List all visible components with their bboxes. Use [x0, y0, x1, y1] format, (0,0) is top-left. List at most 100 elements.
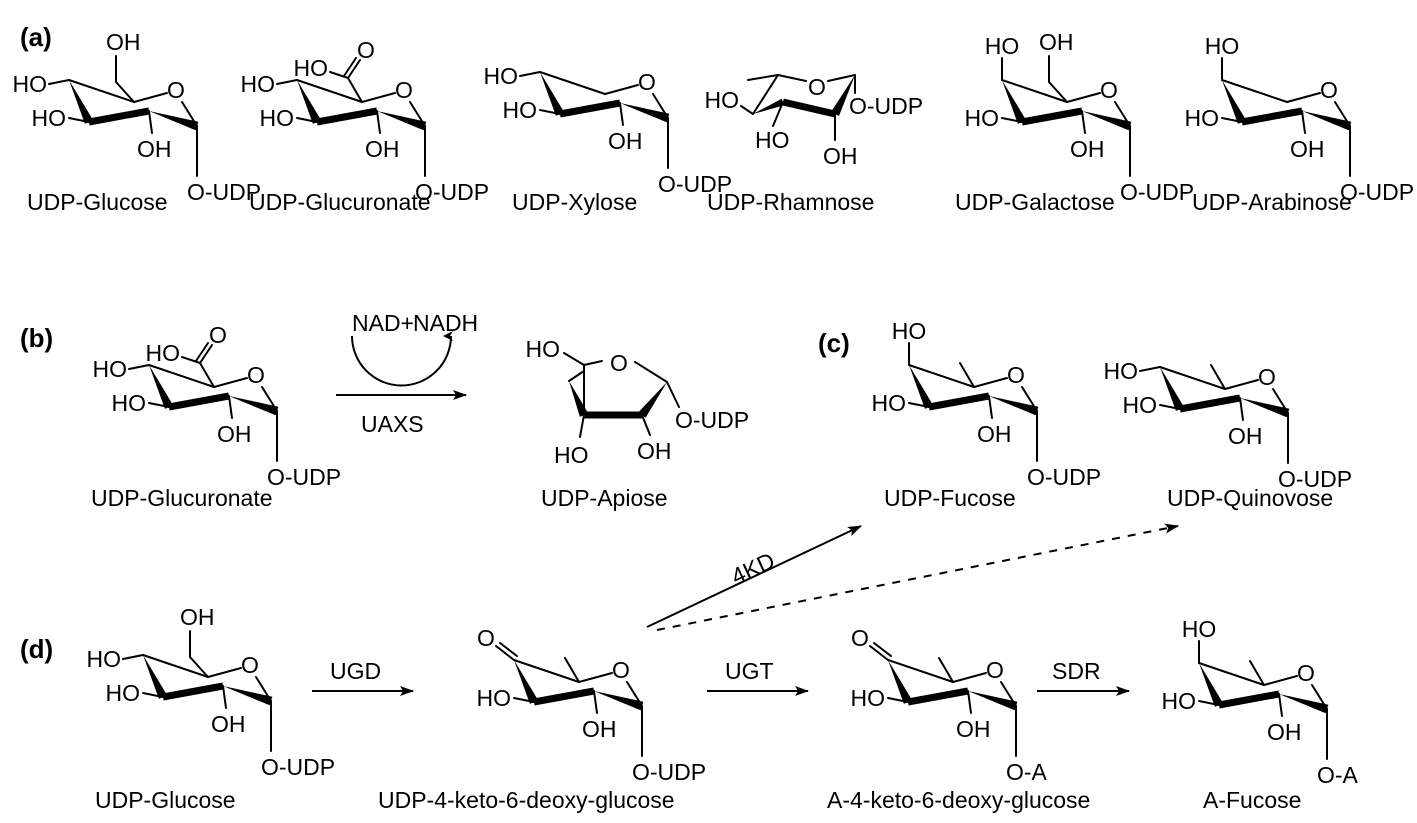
bold-bond: [1218, 690, 1280, 709]
cofactor-arc: [351, 331, 454, 387]
bond: [1198, 662, 1265, 686]
bond: [959, 362, 975, 388]
bond: [619, 102, 624, 126]
aglycone-label: O-UDP: [632, 759, 706, 785]
bond: [772, 101, 784, 127]
wedge-bond: [569, 381, 589, 417]
bold-bond: [928, 392, 990, 411]
hydroxymethyl-label: HO: [526, 336, 561, 362]
c4-hydroxyl-axial: HO: [892, 318, 927, 344]
bond: [967, 690, 972, 714]
wedge-bond: [1240, 398, 1290, 418]
c3-hydroxyl: HO: [503, 97, 538, 123]
bond: [499, 642, 518, 657]
c3-hydroxyl: HO: [872, 390, 907, 416]
bond: [142, 692, 164, 698]
bond: [1159, 366, 1226, 390]
bond: [1198, 700, 1220, 706]
bond: [513, 697, 535, 703]
label-udp-arabinose: UDP-Arabinose: [1192, 189, 1352, 215]
bond: [329, 71, 349, 79]
bond: [1249, 660, 1265, 686]
wedge-bond: [297, 80, 322, 124]
c3-hydroxyl: HO: [1123, 392, 1158, 418]
aglycone-label: O-UDP: [1340, 179, 1414, 205]
bond: [222, 685, 227, 709]
bold-bond: [168, 392, 230, 411]
bond: [68, 79, 135, 103]
bond: [634, 361, 668, 383]
bond: [347, 59, 361, 79]
aglycone-label: O-UDP: [267, 464, 341, 490]
c2-hydroxyl: OH: [1267, 719, 1302, 745]
enzyme-label-ugd: UGD: [330, 658, 381, 684]
label-a-fucose: A-Fucose: [1203, 787, 1301, 813]
bond: [519, 71, 541, 77]
bond: [148, 402, 170, 408]
bond: [1081, 110, 1086, 134]
ring-oxygen: O: [395, 77, 413, 103]
bond: [752, 74, 779, 115]
wedge-bond: [1082, 111, 1132, 131]
c4-hydroxyl-axial: HO: [985, 33, 1020, 59]
bond: [115, 81, 135, 103]
panel-label-a: (a): [20, 22, 52, 52]
enzyme-label-ugt: UGT: [725, 658, 774, 684]
bond: [1224, 379, 1259, 390]
bond: [1001, 79, 1068, 103]
c6-hydroxyl: OH: [180, 604, 215, 630]
wedge-bond: [1222, 80, 1247, 124]
bond: [133, 92, 168, 103]
ring-oxygen: O: [247, 362, 265, 388]
bold-bond: [88, 107, 150, 126]
bond: [347, 77, 363, 103]
c2-hydroxyl: OH: [582, 716, 617, 742]
c2-hydroxyl: OH: [608, 128, 643, 154]
bond: [539, 71, 606, 95]
bond: [666, 381, 680, 408]
bold-bond: [533, 687, 595, 706]
c4-hydroxyl-axial: HO: [1205, 33, 1240, 59]
bond: [181, 356, 201, 364]
label-udp-fucose: UDP-Fucose: [884, 485, 1016, 511]
bond: [199, 344, 213, 364]
c2-hydroxyl: OH: [1228, 423, 1263, 449]
c2-hydroxyl: OH: [1290, 136, 1325, 162]
wedge-bond: [989, 396, 1039, 416]
c3-hydroxyl: HO: [260, 105, 295, 131]
bond: [296, 79, 363, 103]
ring-oxygen: O: [638, 69, 656, 95]
bond: [578, 672, 613, 683]
c2-hydroxyl: OH: [211, 711, 246, 737]
bond: [563, 352, 585, 366]
label-udp-xylose: UDP-Xylose: [512, 189, 637, 215]
wedge-bond: [620, 103, 670, 123]
wedge-bond: [540, 72, 565, 116]
c2-hydroxyl: OH: [365, 136, 400, 162]
aglycone-label: O-UDP: [415, 179, 489, 205]
bond: [1301, 110, 1306, 134]
panel-label-b: (b): [20, 323, 53, 353]
bold-bond: [1021, 107, 1083, 126]
carboxyl-hydroxyl: HO: [294, 55, 329, 81]
bond: [1286, 92, 1321, 103]
bond: [1066, 92, 1101, 103]
bond: [296, 117, 318, 123]
bond: [1221, 117, 1243, 123]
label-udp-apiose: UDP-Apiose: [541, 485, 668, 511]
bond: [827, 74, 856, 82]
cofactor-nadh: NADH: [413, 310, 478, 336]
bond: [343, 57, 357, 77]
bond: [938, 657, 954, 683]
ring-oxygen: O: [1297, 660, 1315, 686]
bond: [376, 110, 381, 134]
arrow-4kd: [646, 525, 862, 628]
bond: [1221, 79, 1288, 103]
c2-hydroxyl: OH: [823, 143, 858, 169]
c3-hydroxyl: HO: [755, 127, 790, 153]
